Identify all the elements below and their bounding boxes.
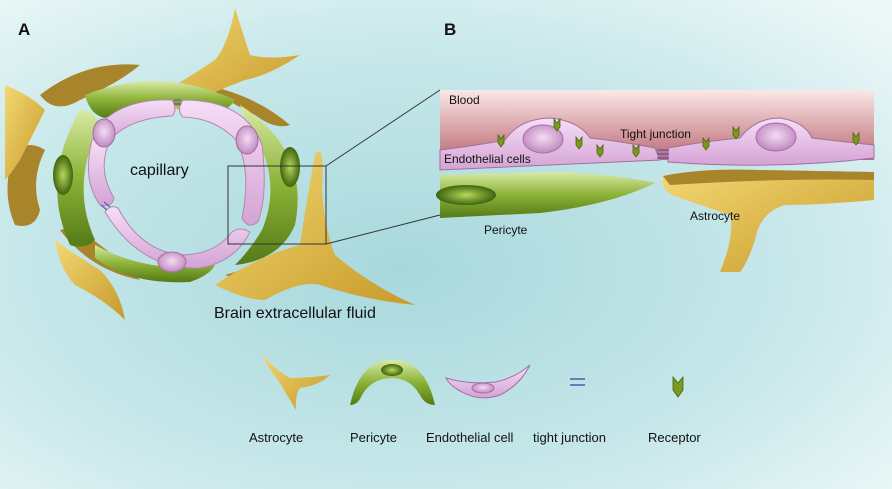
pericyte-nucleus xyxy=(53,155,73,195)
astrocyte-cell xyxy=(662,169,874,272)
zoom-line xyxy=(325,214,441,245)
legend-astrocyte-label: Astrocyte xyxy=(249,430,303,445)
legend-endothelial-nucleus xyxy=(471,382,495,394)
astrocyte-endfoot xyxy=(40,64,140,107)
panel-b-label: B xyxy=(444,20,456,39)
legend-endothelial-icon xyxy=(445,364,531,399)
legend-receptor-icon xyxy=(672,375,684,398)
legend-receptor-label: Receptor xyxy=(648,430,701,445)
zoom-box xyxy=(227,165,327,245)
panel-a xyxy=(5,8,441,320)
pericyte-segment xyxy=(235,105,298,265)
receptor-icon xyxy=(732,125,740,140)
endothelial-cells-label: Endothelial cells xyxy=(444,152,531,166)
tight-junction xyxy=(100,201,111,211)
receptor-icon xyxy=(702,136,710,151)
legend-tight-junction-icon xyxy=(570,378,585,386)
pericyte-segment xyxy=(57,110,100,247)
legend-endothelial-label: Endothelial cell xyxy=(426,430,514,445)
receptor-icon xyxy=(497,133,505,148)
astrocyte-label: Astrocyte xyxy=(690,209,740,223)
astrocyte-endfoot xyxy=(663,169,874,185)
astrocyte-process xyxy=(55,240,125,320)
endothelial-nucleus xyxy=(92,118,116,148)
legend-pericyte-nucleus xyxy=(381,364,403,376)
astrocyte-process xyxy=(215,151,415,305)
legend-astrocyte-icon xyxy=(260,352,330,410)
legend-pericyte-icon xyxy=(350,360,435,405)
tight-junction xyxy=(174,99,181,105)
extracellular-fluid-label: Brain extracellular fluid xyxy=(214,305,376,322)
astrocyte-endfoot xyxy=(205,85,290,127)
astrocyte-process xyxy=(5,85,45,180)
receptor-icon xyxy=(596,143,604,158)
astrocyte-endfoot xyxy=(7,145,45,226)
legend-pericyte-label: Pericyte xyxy=(350,430,397,445)
pericyte-nucleus xyxy=(280,147,300,187)
legend xyxy=(260,352,684,410)
legend-tight-junction-label: tight junction xyxy=(533,430,606,445)
receptors xyxy=(497,117,860,158)
pericyte-nucleus xyxy=(436,185,496,205)
receptor-icon xyxy=(632,143,640,158)
panel-a-label: A xyxy=(18,20,30,39)
endothelial-nucleus xyxy=(522,124,564,154)
receptor-icon xyxy=(852,131,860,146)
blood-label: Blood xyxy=(449,93,480,107)
zoom-line xyxy=(325,89,441,167)
receptor-icon xyxy=(553,117,561,132)
receptor-icon xyxy=(575,135,583,150)
pericyte-cell xyxy=(440,172,655,218)
endothelial-nucleus xyxy=(755,122,797,152)
endothelial-nucleus xyxy=(235,125,259,155)
pericyte-label: Pericyte xyxy=(484,223,528,237)
tight-junction-label: Tight junction xyxy=(620,127,691,141)
tight-junction xyxy=(657,149,669,159)
endothelial-nucleus xyxy=(157,251,187,273)
pericyte-segment xyxy=(95,245,215,283)
panel-b xyxy=(436,90,875,272)
capillary-label: capillary xyxy=(130,162,189,179)
